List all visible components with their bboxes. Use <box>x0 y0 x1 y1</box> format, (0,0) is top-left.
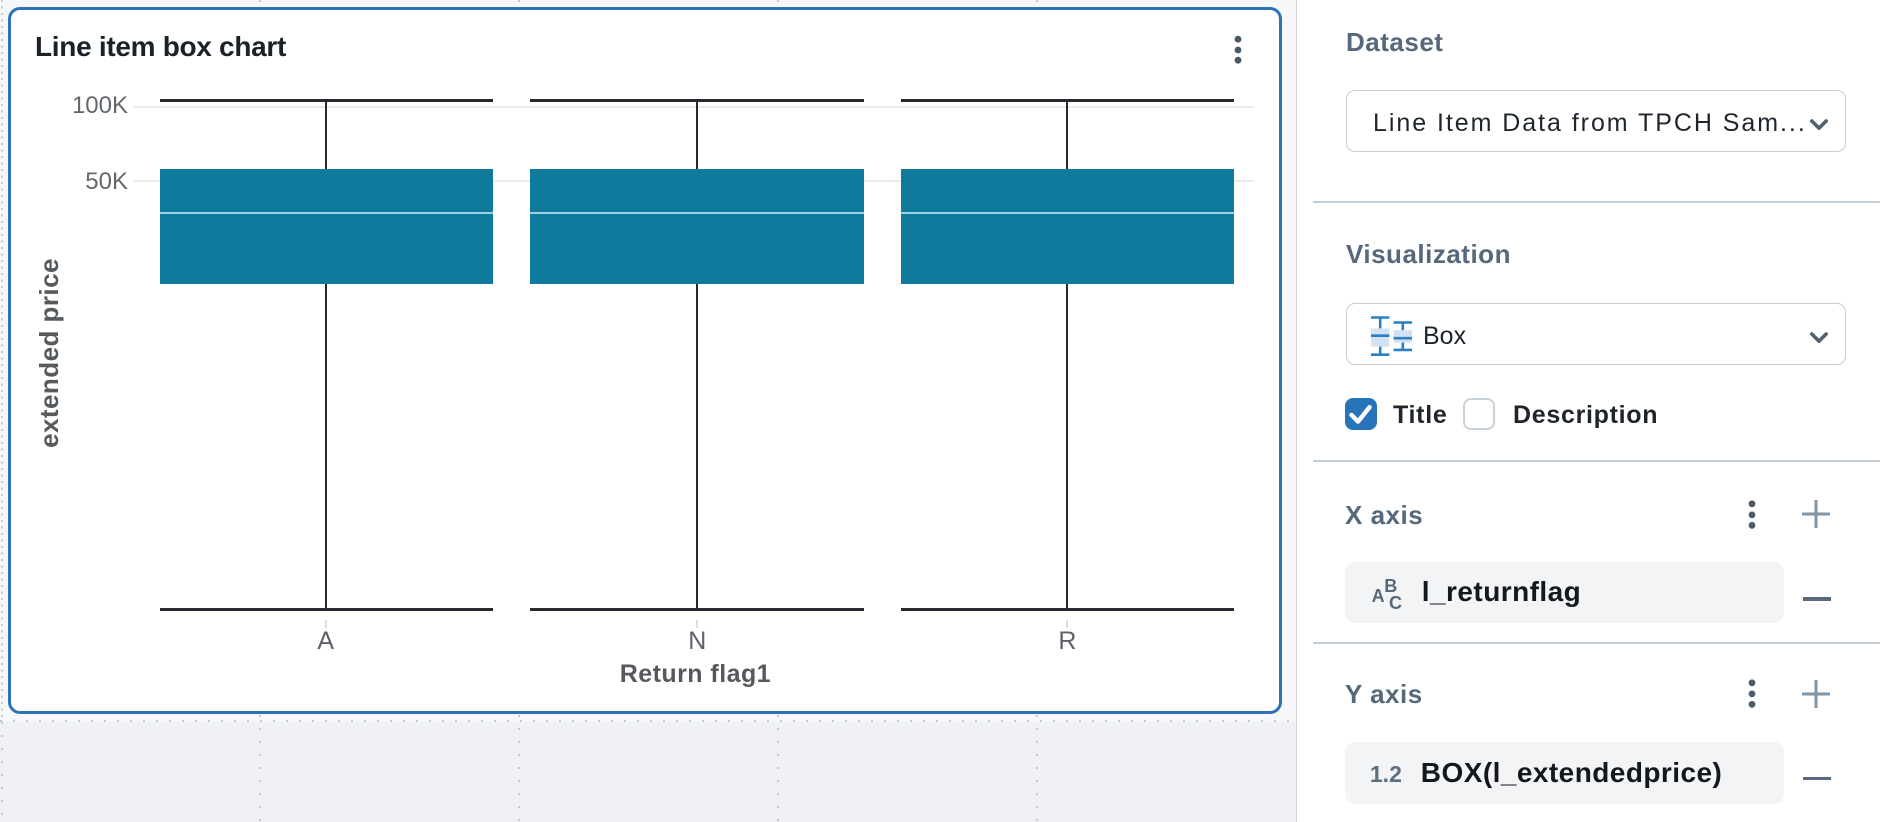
svg-text:A: A <box>1372 586 1385 606</box>
svg-text:B: B <box>1384 577 1397 596</box>
svg-text:C: C <box>1389 593 1402 611</box>
